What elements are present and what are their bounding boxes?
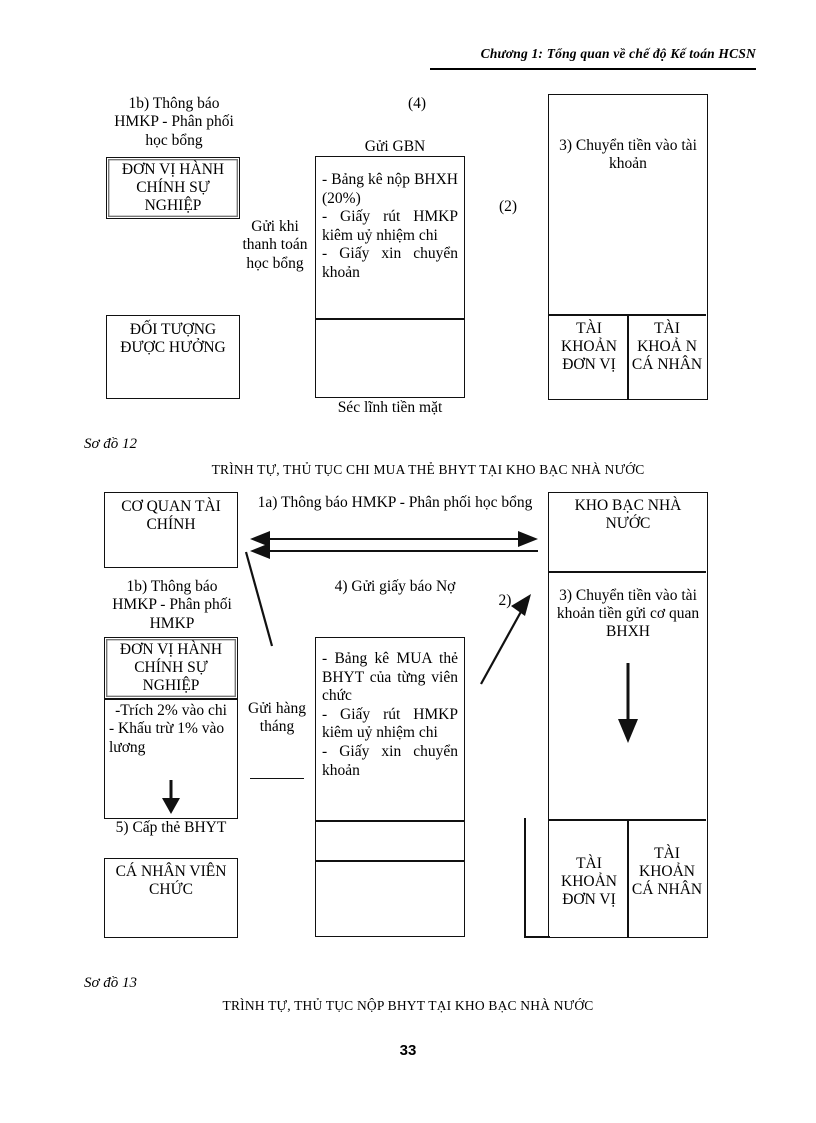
- diagram13-box-ca-nhan-label: CÁ NHÂN VIÊN CHỨC: [115, 863, 227, 898]
- diagram13-box-co-quan-label: CƠ QUAN TÀI CHÍNH: [121, 498, 221, 533]
- diagram12-label-gui-khi-thanh-toan: Gửi khi thanh toán học bổng: [242, 218, 308, 272]
- diagram13-trich-line-2: - Khấu trừ 1% vào lương: [109, 719, 225, 756]
- diagram13-box-don-vi-label: ĐƠN VỊ HÀNH CHÍNH SỰ NGHIỆP: [119, 641, 223, 694]
- diagram12-doc-line-2: - Giấy rút HMKP kiêm uỷ nhiệm chi: [322, 208, 458, 244]
- diagram13-box-documents: - Bảng kê MUA thẻ BHYT của từng viên chứ…: [315, 637, 465, 937]
- diagram13-accounts-split: [627, 819, 629, 937]
- diagram13-box-ca-nhan-vien-chuc: CÁ NHÂN VIÊN CHỨC: [104, 858, 238, 938]
- diagram13-label-2: 2): [498, 592, 512, 609]
- diagram13-box-documents-divider-1: [316, 820, 464, 822]
- diagram13-label-cap-the: 5) Cấp thẻ BHYT: [115, 819, 227, 836]
- diagram13-box-trich-khau-tru: -Trích 2% vào chi - Khấu trừ 1% vào lươn…: [104, 699, 238, 819]
- diagram12-box-chuyen-tien-label: 3) Chuyển tiền vào tài khoản: [559, 137, 697, 172]
- diagram-12: 1b) Thông báo HMKP - Phân phối học bổng …: [0, 0, 816, 480]
- diagram13-connector-bottom-accounts: [524, 936, 550, 938]
- diagram-13: CƠ QUAN TÀI CHÍNH 1a) Thông báo HMKP - P…: [84, 492, 708, 1013]
- diagram12-caption-title: TRÌNH TỰ, THỦ TỤC CHI MUA THẺ BHYT TẠI K…: [211, 462, 645, 477]
- diagram13-rule-gui-hang-thang: [250, 778, 304, 779]
- diagram13-box-don-vi-hanh-chinh: ĐƠN VỊ HÀNH CHÍNH SỰ NGHIỆP: [104, 637, 238, 699]
- diagram12-box-don-vi-hanh-chinh: ĐƠN VỊ HÀNH CHÍNH SỰ NGHIỆP: [106, 157, 240, 219]
- diagram12-caption-number: Sơ đồ 12: [84, 436, 138, 452]
- diagram13-caption-number: Sơ đồ 13: [84, 975, 138, 991]
- diagram13-connector-left-accounts: [524, 818, 526, 938]
- diagram12-box-documents-divider: [316, 318, 464, 320]
- diagram13-label-1a: 1a) Thông báo HMKP - Phân phối học bổng: [257, 494, 533, 511]
- diagram13-account-personal: TÀI KHOẢN CÁ NHÂN: [631, 845, 703, 898]
- diagram13-arrow-group-top: [250, 531, 538, 559]
- diagram12-doc-line-3: - Giấy xin chuyển khoản: [322, 245, 458, 281]
- page-number: 33: [399, 1042, 417, 1059]
- diagram13-arrow-diagonal-2: [480, 594, 531, 685]
- header-rule: [430, 68, 756, 70]
- diagram13-arrow-diagonal-don-vi: [244, 551, 274, 647]
- diagram12-account-personal: TÀI KHOẢ N CÁ NHÂN: [631, 320, 703, 373]
- diagram13-box-kho-bac-nha-nuoc: KHO BẠC NHÀ NƯỚC 3) Chuyển tiền vào tài …: [548, 492, 708, 938]
- diagram13-account-unit: TÀI KHOẢN ĐƠN VỊ: [561, 855, 617, 908]
- diagram13-trich-line-1: -Trích 2% vào chi: [115, 702, 227, 719]
- diagram12-label-gui-gbn: Gửi GBN: [364, 138, 426, 155]
- diagram12-doc-line-1: - Bảng kê nộp BHXH (20%): [322, 171, 458, 207]
- diagram13-caption-title: TRÌNH TỰ, THỦ TỤC NỘP BHYT TẠI KHO BẠC N…: [222, 998, 594, 1013]
- diagram12-accounts-split: [627, 314, 629, 399]
- diagram12-label-4: (4): [407, 95, 427, 112]
- diagram13-label-4: 4) Gửi giấy báo Nợ: [334, 578, 456, 595]
- diagram12-box-doi-tuong-duoc-huong: ĐỐI TƯỢNG ĐƯỢC HƯỞNG: [106, 315, 240, 399]
- diagram12-box-don-vi-label: ĐƠN VỊ HÀNH CHÍNH SỰ NGHIỆP: [121, 161, 225, 214]
- diagram13-box-kho-bac-label: KHO BẠC NHÀ NƯỚC: [574, 497, 682, 532]
- diagram13-doc-line-3: - Giấy xin chuyển khoản: [322, 742, 458, 779]
- diagram13-arrow-down-unit: [162, 780, 180, 814]
- diagram12-label-1b: 1b) Thông báo HMKP - Phân phối học bổng: [114, 95, 234, 149]
- running-header-title: Chương 1: Tổng quan về chế độ Kế toán HC…: [480, 46, 756, 61]
- diagram12-box-doi-tuong-label: ĐỐI TƯỢNG ĐƯỢC HƯỞNG: [120, 321, 226, 356]
- diagram12-label-sec-linh-tien-mat: Séc lĩnh tiền mặt: [337, 399, 443, 416]
- diagram13-kho-bac-divider-top: [549, 571, 706, 573]
- diagram13-box-documents-divider-2: [316, 860, 464, 862]
- diagram13-doc-line-1: - Bảng kê MUA thẻ BHYT của từng viên chứ…: [322, 650, 458, 705]
- diagram13-box-co-quan-tai-chinh: CƠ QUAN TÀI CHÍNH: [104, 492, 238, 568]
- diagram13-box-chuyen-tien-label: 3) Chuyển tiền vào tài khoản tiền gửi cơ…: [556, 587, 700, 640]
- diagram12-label-2: (2): [498, 198, 518, 215]
- diagram13-label-1b: 1b) Thông báo HMKP - Phân phối HMKP: [112, 578, 232, 632]
- diagram13-label-gui-hang-thang: Gửi hàng tháng: [248, 700, 306, 736]
- diagram12-box-documents: - Bảng kê nộp BHXH (20%) - Giấy rút HMKP…: [315, 156, 465, 398]
- diagram12-box-kho-bac: 3) Chuyển tiền vào tài khoản TÀI KHOẢN Đ…: [548, 94, 708, 400]
- diagram12-account-unit: TÀI KHOẢN ĐƠN VỊ: [561, 320, 617, 373]
- diagram13-arrow-down-kho-bac: [618, 663, 638, 743]
- diagram13-doc-line-2: - Giấy rút HMKP kiêm uỷ nhiệm chi: [322, 705, 458, 742]
